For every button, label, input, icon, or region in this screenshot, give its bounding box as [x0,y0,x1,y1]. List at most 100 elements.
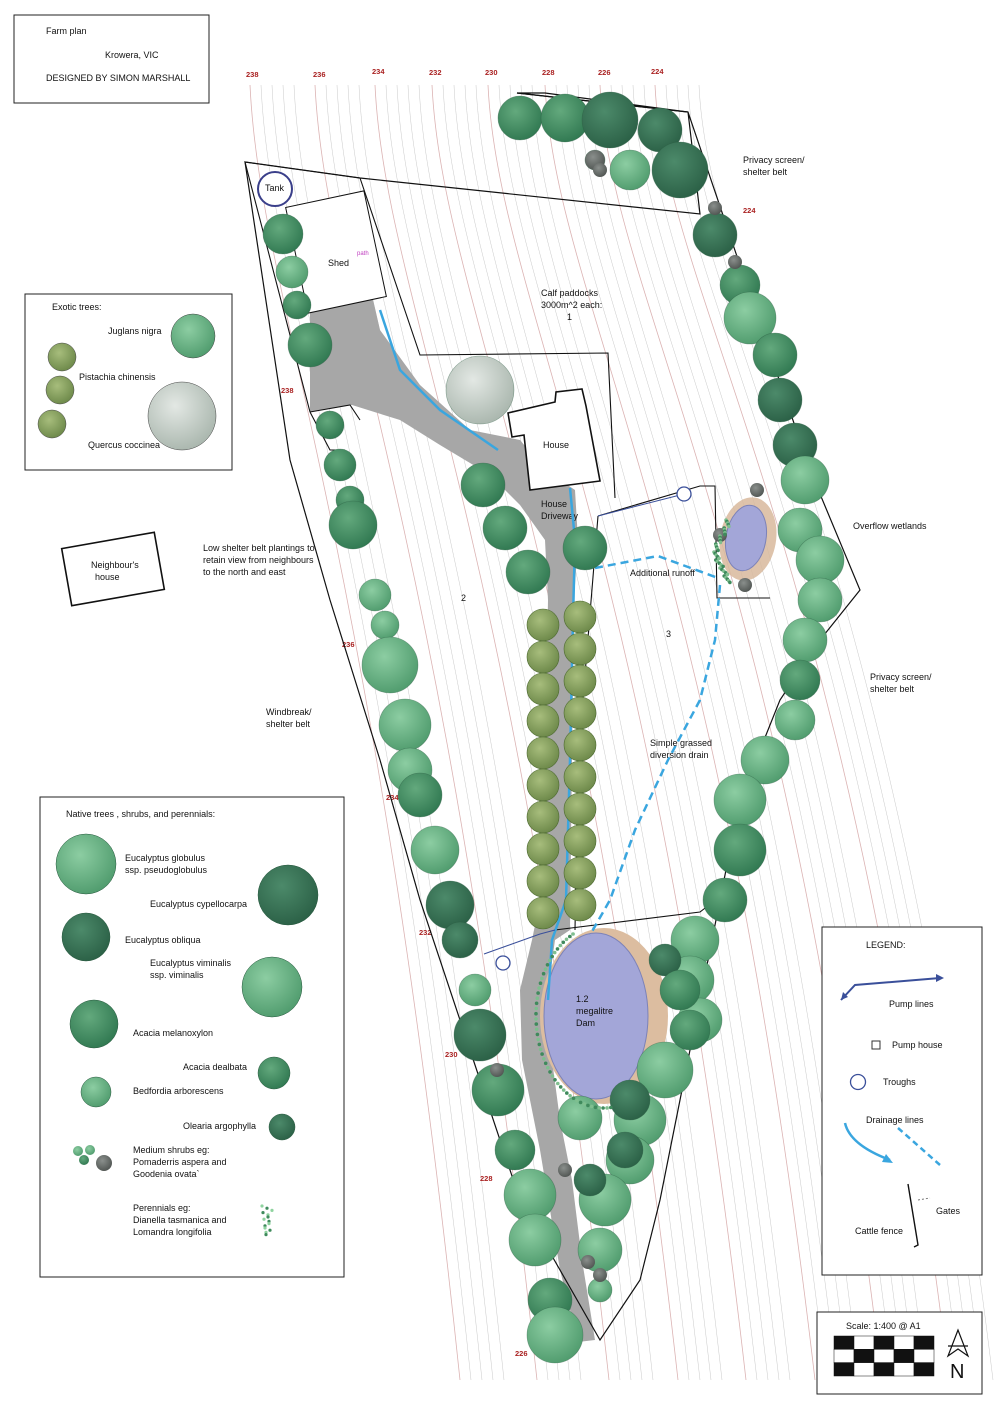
perennial [550,1074,555,1078]
tree [287,322,333,368]
perennial [728,580,732,585]
tree [494,1129,536,1171]
tree [702,877,748,923]
contour-label: 230 [445,1050,458,1059]
privacy-screen-label: Privacy screen/ [743,155,805,165]
perennial-swatch [264,1233,268,1237]
pump-lines [483,493,685,955]
native-legend-item: ssp. viminalis [150,970,204,980]
driveway [310,295,595,1342]
scale-bar [833,1335,935,1377]
tree [573,1163,607,1197]
native-legend-item: Eucalyptus cypellocarpa [150,899,247,909]
shrub [708,201,722,215]
avenue-tree [563,888,597,922]
tree [445,355,515,425]
contour-label: 232 [419,928,432,937]
perennial [725,572,730,577]
tree [482,505,528,551]
perennial [534,1011,538,1016]
perennial [568,1094,572,1098]
tree [441,921,479,959]
contour-label: 238 [281,386,294,395]
perennial [593,1105,598,1110]
title-location: Krowera, VIC [105,50,159,60]
avenue-tree [526,640,560,674]
avenue-tree [526,864,560,898]
tree [361,636,419,694]
driveway-label: Driveway [541,511,579,521]
native-legend-item: Eucalyptus viminalis [150,958,232,968]
contour-line-minor [531,84,791,1381]
tree [659,969,701,1011]
tree [782,617,828,663]
calf-paddock-label: Calf paddocks [541,288,599,298]
low-shelter-belt-label: Low shelter belt plantings to [203,543,315,553]
exotic-tree-swatch [37,409,67,439]
tree [669,1009,711,1051]
shed-label: Shed [328,258,349,268]
perennial [546,1065,550,1070]
native-legend-item: Perennials eg: [133,1203,191,1213]
tree [636,1041,694,1099]
perennial-swatch [266,1213,270,1217]
tree [526,1306,584,1364]
contour-label: 224 [651,67,664,76]
perennial [547,958,552,963]
tree [358,578,392,612]
perennial-swatch [260,1204,264,1208]
native-legend-item: Eucalyptus obliqua [125,935,201,945]
tree [458,973,492,1007]
perennial [555,947,560,951]
contour-lines [249,84,950,1381]
avenue-tree [563,824,597,858]
perennial [605,1106,609,1110]
shrub-swatch [85,1145,95,1155]
exotic-legend-item: Pistachia chinensis [79,372,156,382]
native-legend-item: Acacia melanoxylon [133,1028,213,1038]
contour-label: 234 [372,67,385,76]
perennial-swatch [261,1211,265,1215]
contour-line [544,84,816,1381]
house [507,388,601,491]
native-legend-item: Eucalyptus globulus [125,853,206,863]
contour-label: 234 [386,793,399,802]
perennial-swatch [268,1228,272,1232]
avenue-tree [526,736,560,770]
scale-cell [873,1349,895,1363]
perennial-swatch [265,1206,269,1210]
perennial-swatch [262,1217,266,1221]
scale-cell [853,1349,875,1363]
native-tree-swatch [69,999,119,1049]
scale-cell [913,1335,935,1350]
legend-pump-lines: Pump lines [889,999,934,1009]
legend-cattle-fence: Cattle fence [855,1226,903,1236]
native-swatches [55,833,319,1237]
shrub [593,1268,607,1282]
trough [676,486,692,502]
tree [581,91,639,149]
tree-plantings [262,91,845,1364]
exotic-swatches [37,313,217,451]
exotic-tree-swatch [147,381,217,451]
contour-label: 226 [515,1349,528,1358]
paddock-number: 2 [461,593,466,603]
diversion-drain-label: Simple grassed [650,738,712,748]
tree [315,410,345,440]
dam-label: Dam [576,1018,595,1028]
tree [606,1131,644,1169]
tree [460,462,506,508]
tree [397,772,443,818]
driveway-label: House [541,499,567,509]
perennial [548,1070,552,1074]
contour-line-minor [336,84,560,1381]
perennial [535,1032,540,1037]
tree [740,735,790,785]
perennial [543,1061,548,1066]
windbreak-label: shelter belt [266,719,311,729]
house-label: House [543,440,569,450]
native-legend-item: Dianella tasmanica and [133,1215,227,1225]
exotic-legend-item: Juglans nigra [108,326,162,336]
native-legend-item: Goodenia ovata` [133,1169,200,1179]
native-tree-swatch [268,1113,296,1141]
